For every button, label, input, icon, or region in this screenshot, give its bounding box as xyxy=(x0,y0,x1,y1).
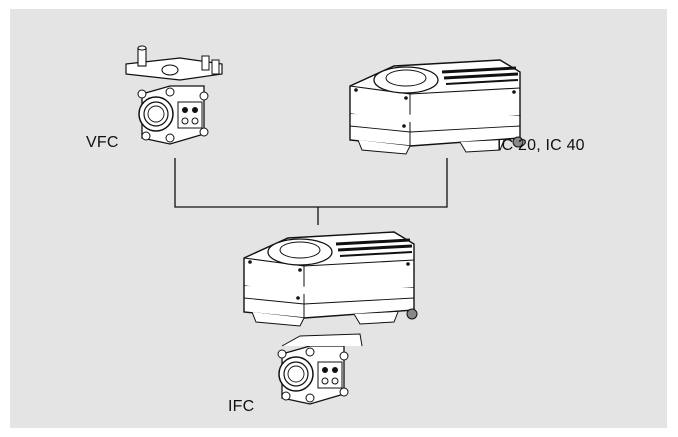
ic-label: IC 20, IC 40 xyxy=(497,137,585,154)
vfc-label: VFC xyxy=(86,134,119,151)
ifc-label: IFC xyxy=(228,398,255,415)
ifc-device-illustration xyxy=(242,230,419,405)
vfc-device-illustration xyxy=(125,45,223,145)
connector-line xyxy=(174,158,448,208)
